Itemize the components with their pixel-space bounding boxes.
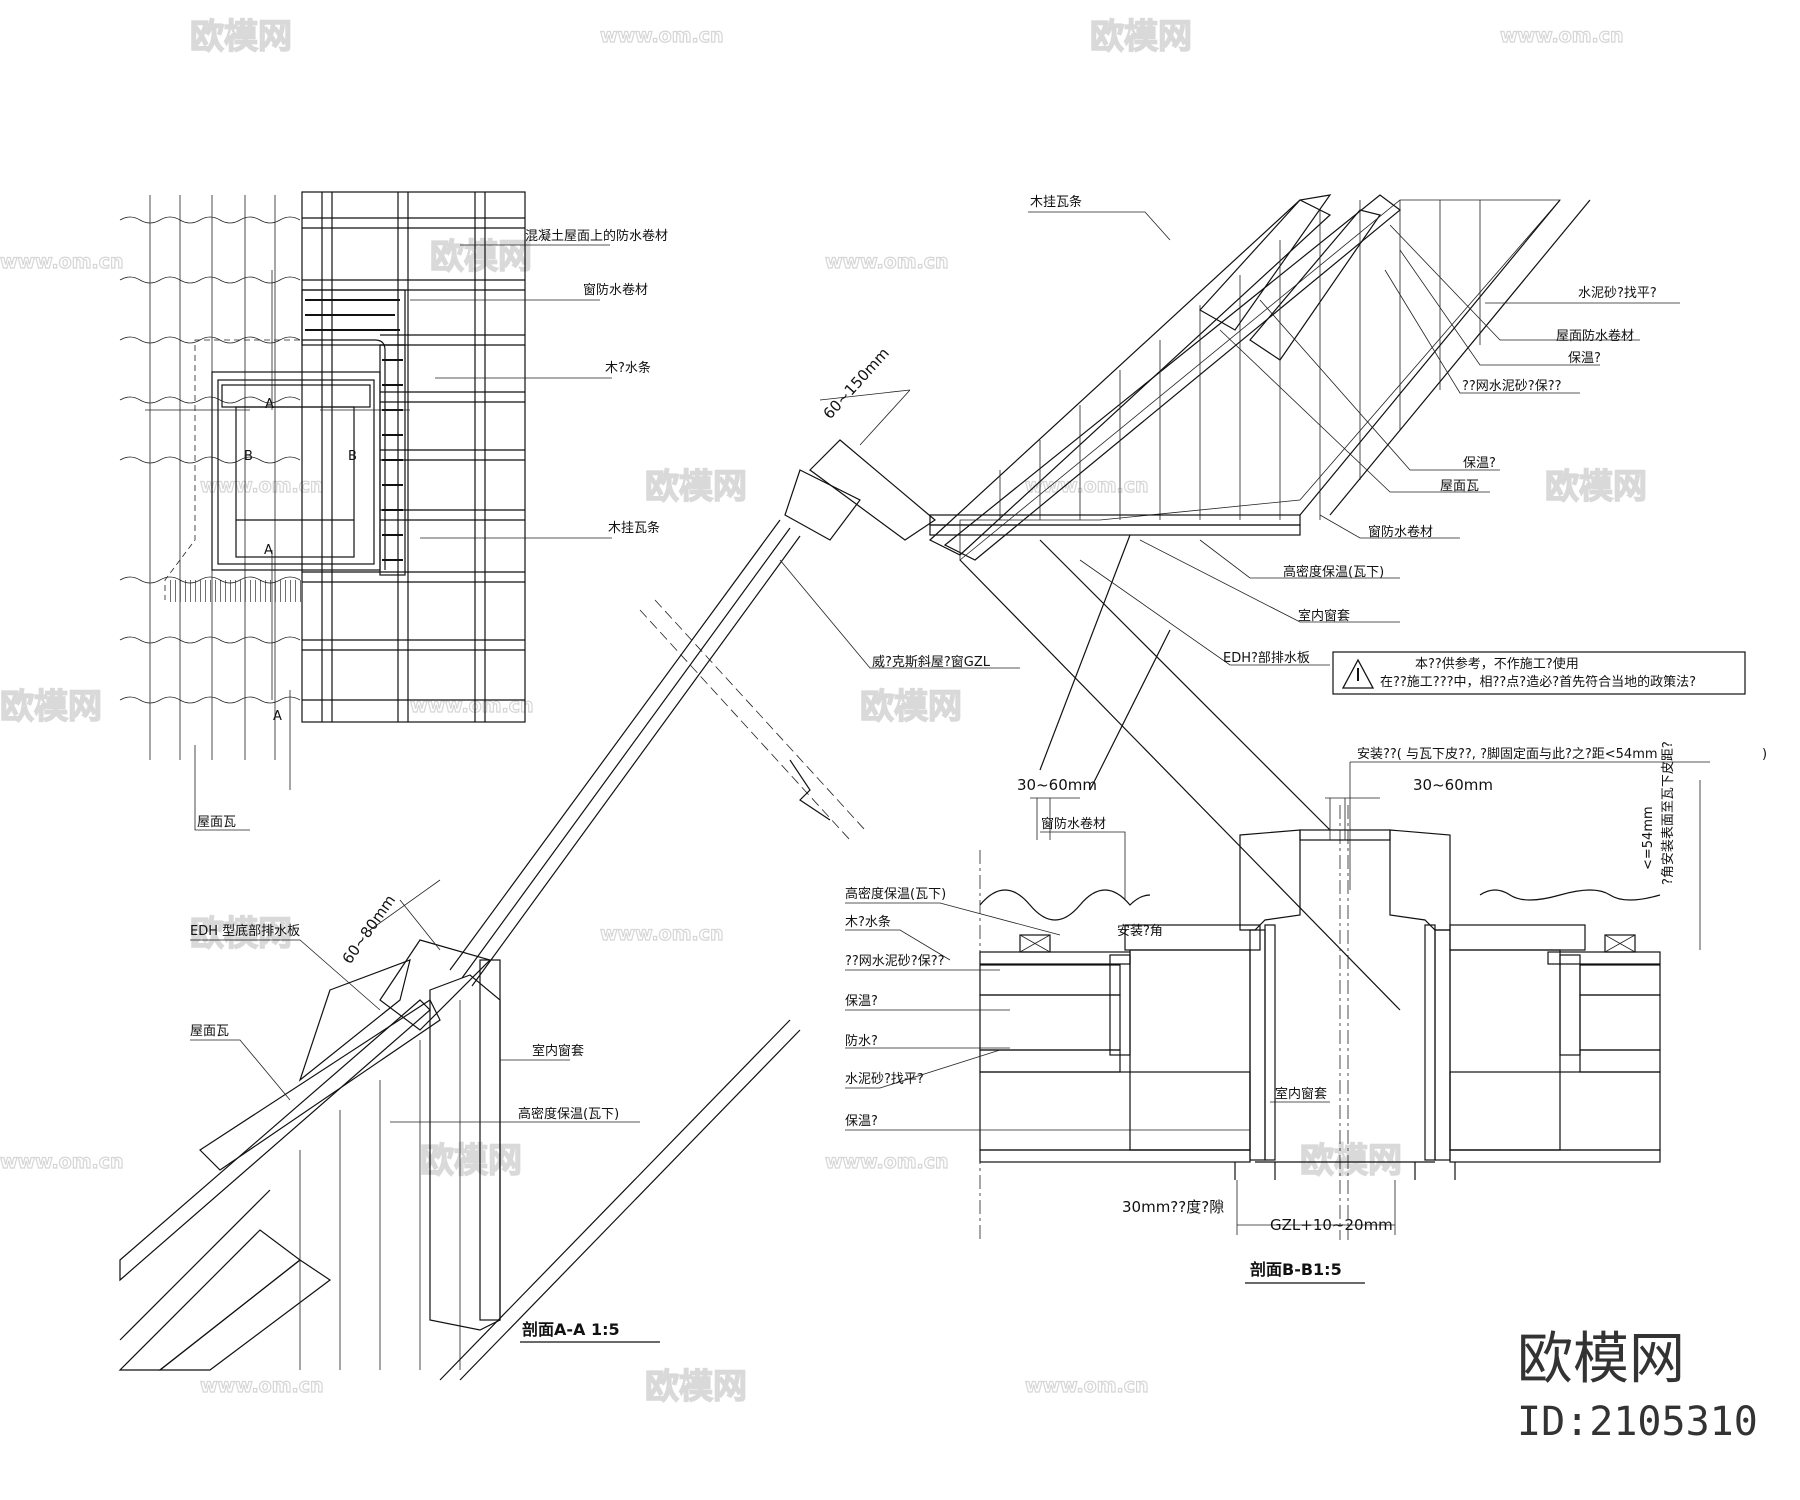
lower-roof-tile-layer <box>119 999 431 1282</box>
label-insulation: 保温? <box>845 1114 878 1129</box>
label-roof-membrane: 屋面防水卷材 <box>1556 328 1634 344</box>
label-waterproofing: 防水? <box>845 1033 878 1049</box>
dimension-30-60mm-right: 30~60mm <box>1413 776 1493 794</box>
window-frame <box>211 339 386 571</box>
section-mark-b: B <box>244 449 253 464</box>
dimension-60-80mm: 60~80mm <box>339 891 400 967</box>
watermark-brand: 欧模网 <box>860 687 962 727</box>
label-hd-insulation: 高密度保温(瓦下) <box>1283 564 1384 580</box>
install-note: 安装??( 与瓦下皮??, ?脚固定面与此?之?距<54mm <box>1357 746 1658 762</box>
warning-line-1: 本??供参考，不作施工?使用 <box>1415 656 1579 672</box>
watermark-brand: 欧模网 <box>645 467 747 507</box>
watermark-brand: 欧模网 <box>430 237 532 277</box>
label-hd-insulation: 高密度保温(瓦下) <box>518 1106 619 1122</box>
label-hd-insulation: 高密度保温(瓦下) <box>845 886 946 902</box>
leader-lines <box>194 244 612 831</box>
watermark-url: www.om.cn <box>1025 475 1149 497</box>
warning-note: 本??供参考，不作施工?使用 在??施工???中，相??点?造必?首先符合当地的… <box>1332 651 1746 695</box>
logo-name: 欧模网 <box>1517 1327 1685 1392</box>
watermark-brand: 欧模网 <box>1090 17 1192 57</box>
label-mesh-mortar: ??网水泥砂?保?? <box>1462 379 1562 394</box>
warning-line-2: 在??施工???中，相??点?造必?首先符合当地的政策法? <box>1380 674 1696 690</box>
install-note-close: ) <box>1762 747 1767 762</box>
watermark-url: www.om.cn <box>600 923 724 945</box>
width-dimension: GZL+10~20mm <box>1270 1216 1393 1234</box>
leader-lines <box>190 211 1680 1123</box>
watermark-brand: 欧模网 <box>190 914 292 954</box>
section-mark-b: B <box>348 449 357 464</box>
label-counter-batten: 木?水条 <box>605 360 651 376</box>
brick-wall <box>301 191 526 723</box>
label-install-bracket: 安装?角 <box>1117 924 1163 939</box>
label-roof-tile: 屋面瓦 <box>197 815 236 830</box>
leader-lines <box>845 902 1250 1131</box>
label-edh-bottom-drain-board: EDH 型底部排水板 <box>190 923 300 939</box>
label-interior-trim: 室内窗套 <box>1275 1086 1327 1102</box>
label-interior-trim: 室内窗套 <box>532 1043 584 1059</box>
watermark-brand: 欧模网 <box>420 1141 522 1181</box>
watermark-url: www.om.cn <box>1500 25 1624 47</box>
watermark-url: www.om.cn <box>200 475 324 497</box>
watermark-url: www.om.cn <box>0 251 124 273</box>
label-tile-batten: 木挂瓦条 <box>1030 194 1082 210</box>
vertical-dim-54mm: <=54mm <box>1641 806 1656 870</box>
label-roof-tile: 屋面瓦 <box>190 1024 229 1039</box>
watermark-url: www.om.cn <box>825 1151 949 1173</box>
label-concrete-roof-membrane: 混凝土屋面上的防水卷材 <box>525 228 668 244</box>
label-edh-drain-board: EDH?部排水板 <box>1223 651 1310 666</box>
label-mesh-mortar: ??网水泥砂?保?? <box>845 954 945 969</box>
watermark-url: www.om.cn <box>410 695 534 717</box>
plan-view: A A A B B 混凝土屋面上的防水卷材 窗防水卷材 木?水条 木挂瓦条 屋面… <box>119 191 668 831</box>
watermark-url: www.om.cn <box>200 1375 324 1397</box>
flashing-strip <box>168 580 303 602</box>
batten-layer <box>943 194 1401 561</box>
label-cement-screed: 水泥砂?找平? <box>1578 286 1657 301</box>
dimension-30-60mm-left: 30~60mm <box>1017 776 1097 794</box>
section-b-b: 30~60mm 30~60mm 安装??( 与瓦下皮??, ?脚固定面与此?之?… <box>845 741 1767 1284</box>
label-insulation: 保温? <box>1463 456 1496 471</box>
watermark-brand: 欧模网 <box>190 17 292 57</box>
dimension-60-150mm: 60~150mm <box>820 344 893 423</box>
gap-dimension: 30mm??度?隙 <box>1122 1198 1224 1216</box>
label-interior-trim: 室内窗套 <box>1298 608 1350 624</box>
warning-icon <box>1341 658 1375 689</box>
label-insulation: 保温? <box>1568 351 1601 366</box>
section-mark-a: A <box>273 709 282 724</box>
label-cement-screed: 水泥砂?找平? <box>845 1072 924 1087</box>
label-tile-batten: 木挂瓦条 <box>608 520 660 536</box>
section-mark-a: A <box>265 397 274 412</box>
site-logo: 欧模网 ID:2105310 <box>1517 1327 1758 1445</box>
glazing <box>449 519 801 987</box>
label-window-membrane: 窗防水卷材 <box>583 282 648 298</box>
watermark-brand: 欧模网 <box>645 1367 747 1407</box>
section-title-b-b: 剖面B-B1:5 <box>1250 1260 1342 1279</box>
roof-tile-layer <box>928 199 1332 556</box>
watermark-url: www.om.cn <box>0 1151 124 1173</box>
section-mark-a: A <box>264 543 273 558</box>
label-velux-window: 威?克斯斜屋?窗GZL <box>872 654 991 670</box>
label-window-membrane: 窗防水卷材 <box>1041 816 1106 832</box>
watermarks: 欧模网 www.om.cn 欧模网 www.om.cn www.om.cn ww… <box>0 16 1648 1407</box>
window-sash-top <box>809 439 936 541</box>
label-window-membrane: 窗防水卷材 <box>1368 524 1433 540</box>
vertical-dim-note: ?角安装表面至瓦下皮距? <box>1661 741 1676 885</box>
label-insulation: 保温? <box>845 994 878 1009</box>
watermark-url: www.om.cn <box>1025 1375 1149 1397</box>
watermark-brand: 欧模网 <box>0 687 102 727</box>
watermark-url: www.om.cn <box>600 25 724 47</box>
watermark-brand: 欧模网 <box>1545 467 1647 507</box>
watermark-brand: 欧模网 <box>1300 1141 1402 1181</box>
section-lines <box>145 270 410 790</box>
watermark-url: www.om.cn <box>825 251 949 273</box>
label-roof-tile: 屋面瓦 <box>1440 479 1479 494</box>
section-title-a-a: 剖面A-A 1:5 <box>522 1320 620 1339</box>
logo-id: ID:2105310 <box>1517 1399 1758 1445</box>
label-counter-batten: 木?水条 <box>845 914 891 930</box>
